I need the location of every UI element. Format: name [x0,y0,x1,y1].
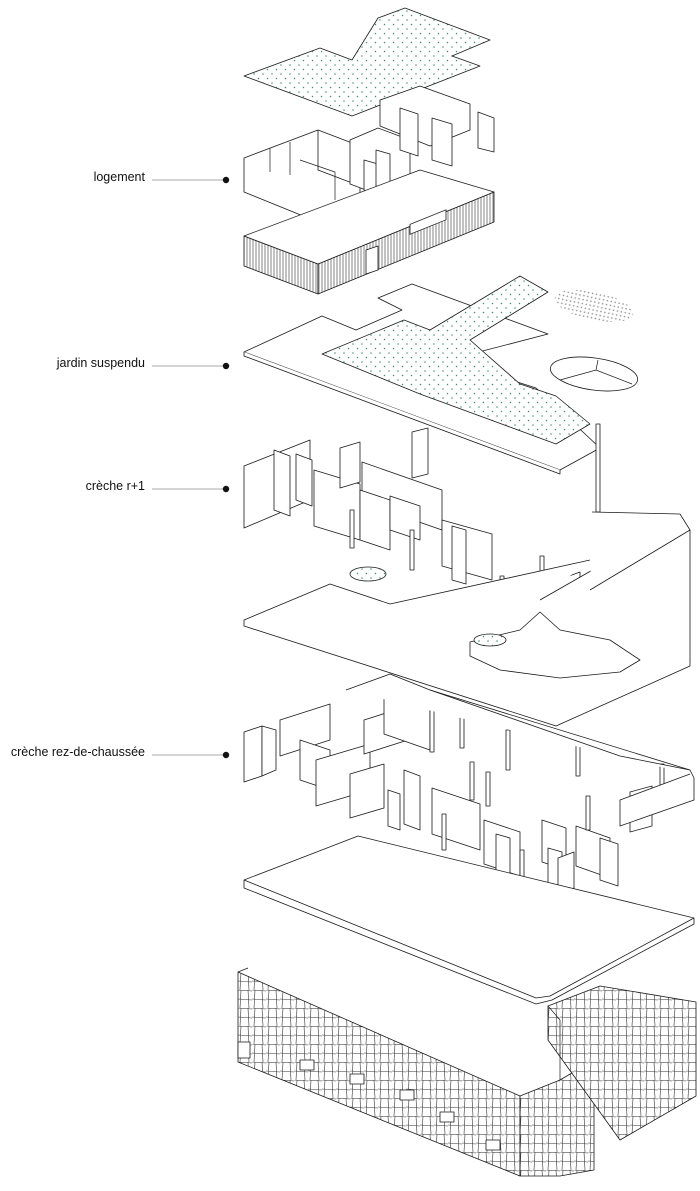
creche-r1-walls [243,423,601,633]
leader-dot [222,485,230,493]
creche-rdc-slab [243,835,695,1005]
logement-interior-walls [243,85,495,223]
facade-window [299,1059,315,1071]
leader-dot [222,176,230,184]
leader-r1 [152,485,230,493]
creche-rdc-enclosure-wall [345,673,695,827]
facade-window [349,1073,365,1085]
leader-jardin [152,362,230,370]
logement-wood-facade [243,169,495,295]
leader-logement [152,176,230,184]
leader-rdc [152,751,230,759]
leader-dot [222,362,230,370]
leader-dot [222,751,230,759]
facade-window [237,1041,251,1059]
label-creche-rdc: crèche rez-de-chaussée [10,745,145,759]
jardin-suspendu-slab [243,275,639,475]
creche-r1-slab [243,511,691,727]
label-creche-r1: crèche r+1 [85,479,145,493]
ground-facade [237,967,697,1177]
facade-window [439,1111,455,1123]
label-logement: logement [93,170,145,184]
label-jardin-suspendu: jardin suspendu [56,356,145,370]
facade-window [399,1089,415,1101]
facade-window [485,1139,501,1151]
creche-rdc-walls [243,691,665,895]
